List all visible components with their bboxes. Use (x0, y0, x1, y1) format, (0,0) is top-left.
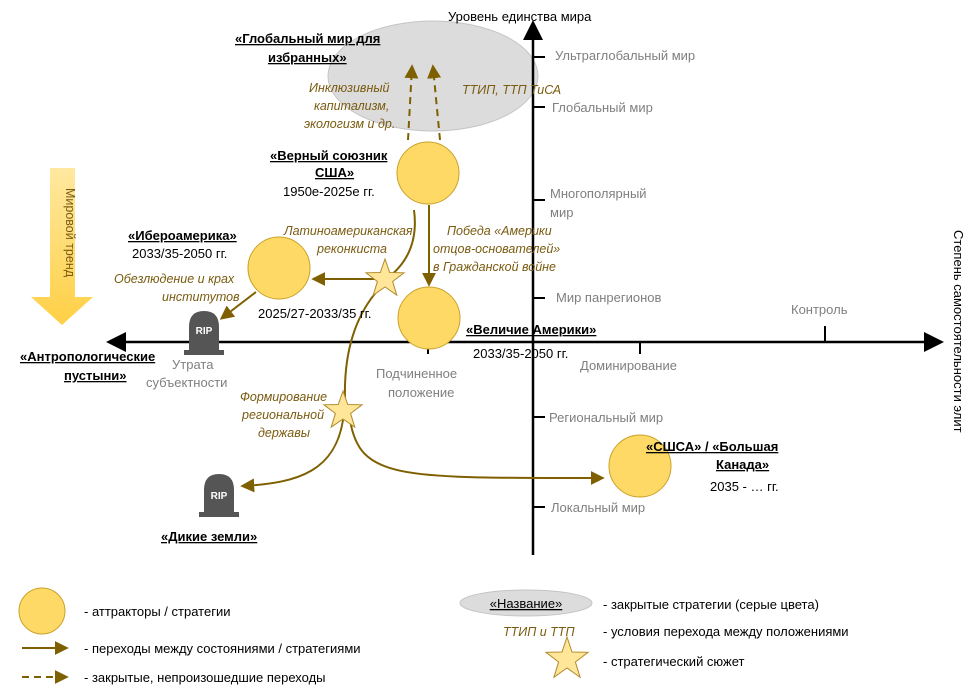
cond-victory: Победа «Америки (447, 224, 552, 238)
tick-panregions: Мир панрегионов (556, 290, 661, 305)
transition-arrow (349, 419, 605, 486)
tick-multipolar: Многополярный (550, 186, 647, 201)
transition-arrow (343, 289, 379, 401)
transition-arrow (240, 419, 344, 493)
closed-title-2: избранных» (268, 50, 347, 65)
closed-note: ТТИП, ТТП ТиСА (462, 83, 561, 97)
tick-local: Локальный мир (551, 500, 645, 515)
attractor-greatness (397, 286, 461, 350)
ibero-years: 2033/35-2050 гг. (132, 246, 227, 261)
wild-title: «Дикие земли» (161, 529, 257, 544)
tick-global: Глобальный мир (552, 100, 653, 115)
tick-subordinate: Подчиненное (376, 366, 457, 381)
vertical-axis-title: Уровень единства мира (448, 9, 592, 24)
closed-transition-arrow (427, 64, 442, 141)
plot-star (364, 257, 406, 297)
legend-closed-transitions: - закрытые, непроизошедшие переходы (84, 670, 326, 685)
cond-decay-2: институтов (162, 290, 240, 304)
plot-star (322, 389, 364, 429)
tombstone-icon: RIP (184, 311, 224, 355)
cond-victory-3: в Гражданской войне (433, 260, 556, 274)
tick-ultraglobal: Ультраглобальный мир (555, 48, 695, 63)
transition-arrow (384, 209, 416, 281)
cond-regional-3: державы (258, 426, 310, 440)
anthropo-title: «Антропологические (20, 349, 155, 364)
ally-years: 1950е-2025е гг. (283, 184, 375, 199)
ally-title: «Верный союзник (270, 148, 388, 163)
attractor-ally (396, 141, 460, 205)
ibero-below: 2025/27-2033/35 гг. (258, 306, 371, 321)
cond-inclusive-2: капитализм, (314, 99, 389, 113)
ussa-title: «СШСА» / «Большая (646, 439, 778, 454)
cond-inclusive-3: экологизм и др. (304, 117, 395, 131)
anthropo-title-2: пустыни» (64, 368, 127, 383)
transition-arrow (219, 291, 257, 320)
closed-title: «Глобальный мир для (235, 31, 380, 46)
tick-domination: Доминирование (580, 358, 677, 373)
tick-control: Контроль (791, 302, 848, 317)
tick-loss: Утрата (172, 357, 214, 372)
attractor-ibero (247, 236, 311, 300)
svg-text:RIP: RIP (211, 491, 228, 502)
greatness-title: «Величие Америки» (466, 322, 596, 337)
ussa-title-2: Канада» (716, 457, 769, 472)
cond-victory-2: отцов-основателей» (433, 242, 560, 256)
tick-multipolar-2: мир (550, 205, 573, 220)
trend-label: Мировой тренд (63, 188, 77, 278)
closed-transition-arrow (404, 64, 419, 141)
legend-transitions: - переходы между состояниями / стратегия… (84, 641, 361, 656)
cond-decay: Обезлюдение и крах (114, 272, 235, 286)
legend-attractors: - аттракторы / стратегии (84, 604, 230, 619)
greatness-years: 2033/35-2050 гг. (473, 346, 568, 361)
ally-title-2: США» (315, 165, 354, 180)
cond-latino-2: реконкиста (316, 242, 387, 256)
horizontal-axis-title: Степень самостоятельности элит (951, 230, 966, 433)
attractor-ussa (608, 434, 672, 498)
tick-subordinate-2: положение (388, 385, 454, 400)
cond-latino: Латиноамериканская (283, 224, 413, 238)
legend-closed-swatch (459, 589, 593, 617)
legend-conditions: - условия перехода между положениями (603, 624, 849, 639)
legend-attractor-swatch (18, 587, 66, 635)
trend-arrow (31, 168, 93, 325)
legend-star-swatch (544, 635, 590, 679)
cond-regional: Формирование (240, 390, 327, 404)
ussa-years: 2035 - … гг. (710, 479, 779, 494)
ibero-title: «Ибероамерика» (128, 228, 237, 243)
legend-closed-strategies: - закрытые стратегии (серые цвета) (603, 597, 819, 612)
cond-regional-2: региональной (241, 408, 324, 422)
legend-condition-sample: ТТИП и ТТП (503, 625, 575, 639)
legend-plot: - стратегический сюжет (603, 654, 745, 669)
tick-loss-2: субъектности (146, 375, 227, 390)
tombstone-icon: RIP (199, 474, 239, 517)
svg-text:RIP: RIP (196, 326, 213, 337)
tick-regional: Региональный мир (549, 410, 663, 425)
cond-inclusive: Инклюзивный (309, 81, 390, 95)
legend-name-sample: «Название» (490, 596, 563, 611)
